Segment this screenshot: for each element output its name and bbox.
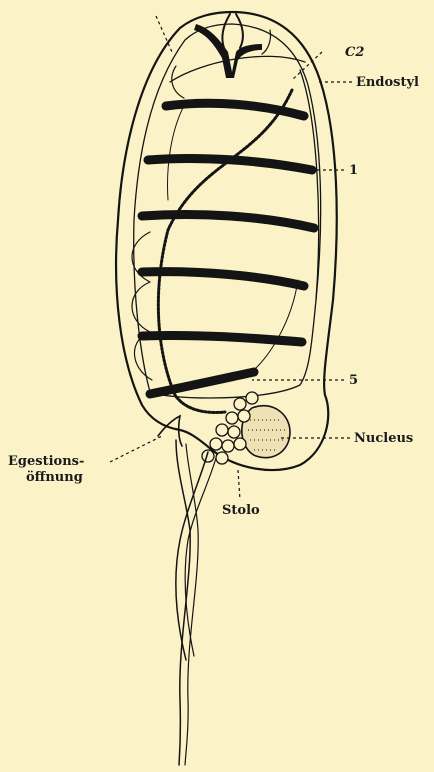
leader-egestion	[110, 436, 162, 462]
head-marking	[194, 24, 262, 78]
label-nucleus: Nucleus	[354, 431, 413, 446]
leader-stolo	[238, 470, 240, 500]
muscle-band	[142, 272, 304, 286]
tail-left-inner	[185, 444, 198, 765]
muscle-band	[142, 215, 314, 229]
label-egestion-line2: öffnung	[26, 470, 83, 485]
oral-opening	[222, 14, 243, 48]
egestion-opening	[158, 416, 182, 446]
label-c2: C2	[345, 45, 364, 60]
gill-bar	[158, 90, 292, 412]
lateral-bulges	[132, 232, 152, 380]
muscle-band	[148, 158, 312, 170]
endostyle	[300, 70, 319, 300]
muscle-band	[150, 372, 254, 394]
muscle-band	[142, 335, 302, 342]
label-egestion-line1: Egestions-	[8, 454, 84, 469]
head-fold	[172, 66, 184, 98]
label-muscle-5: 5	[349, 373, 358, 388]
label-muscle-1: 1	[349, 163, 358, 178]
label-stolo: Stolo	[222, 503, 260, 518]
label-endostyl: Endostyl	[356, 75, 419, 90]
